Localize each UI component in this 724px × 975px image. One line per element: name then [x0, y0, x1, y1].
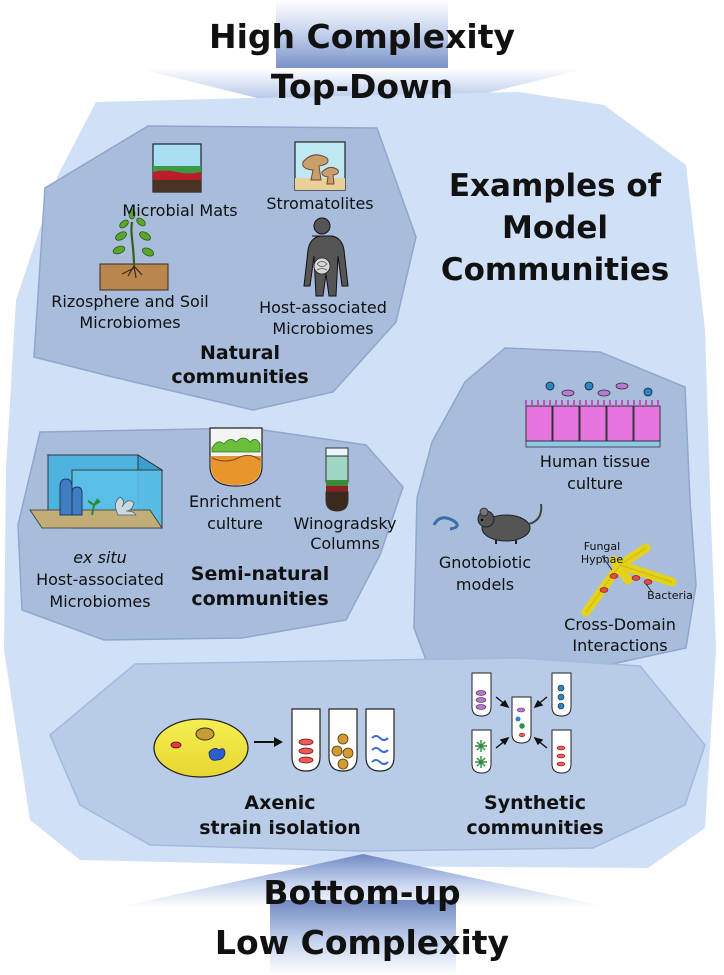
natural-panel — [33, 125, 417, 411]
exsitu-label-line1: ex situ — [73, 548, 127, 567]
cross-domain-label-line2: Interactions — [572, 636, 668, 655]
semi-natural-group-line2: communities — [191, 588, 329, 610]
exsitu-label-line2: Host-associated — [36, 570, 164, 589]
gnotobiotic-label-line2: models — [455, 575, 515, 594]
host-label-line2: Microbiomes — [272, 319, 374, 338]
axenic-tubes — [291, 708, 395, 772]
tissue-label-line2: culture — [567, 474, 623, 493]
plant-soil-icon — [99, 208, 169, 291]
tissue-culture-icon — [525, 381, 661, 448]
bottom-up-label: Bottom-up — [263, 873, 461, 912]
exsitu-label-line3: Microbiomes — [49, 592, 151, 611]
heading-line-2: Model — [502, 210, 608, 246]
synthetic-label-line1: Synthetic — [484, 792, 586, 814]
semi-natural-group-line1: Semi-natural — [190, 563, 330, 585]
bacteria-label: Bacteria — [647, 589, 693, 602]
fungal-label-line2: Hyphae — [580, 553, 624, 566]
high-complexity-label: High Complexity — [208, 17, 515, 56]
synthetic-tubes — [471, 672, 572, 774]
axenic-label-line2: strain isolation — [199, 817, 361, 839]
tissue-label-line1: Human tissue — [539, 452, 651, 471]
fungal-label-line1: Fungal — [583, 540, 621, 553]
winogradsky-label-line2: Columns — [310, 534, 380, 553]
synthetic-label-line2: communities — [466, 817, 604, 839]
fungal-hyphae-icon — [581, 543, 677, 617]
bottom-up-arrow — [118, 854, 608, 975]
microbial-mat-icon — [152, 143, 202, 193]
mouse-icon — [432, 503, 543, 544]
natural-group-line1: Natural — [199, 342, 281, 364]
enrichment-label-line1: Enrichment — [188, 492, 282, 511]
human-body-icon — [303, 217, 349, 297]
heading-line-3: Communities — [440, 252, 670, 288]
winogradsky-label-line1: Winogradsky — [293, 514, 397, 533]
axenic-label-line1: Axenic — [244, 792, 316, 814]
stromatolite-icon — [294, 141, 346, 191]
petri-dish-icon — [153, 718, 249, 778]
soil-label-line2: Microbiomes — [79, 313, 181, 332]
enrichment-culture-icon — [209, 427, 263, 487]
low-complexity-label: Low Complexity — [214, 923, 510, 962]
top-down-label: Top-Down — [270, 67, 454, 106]
host-label-line1: Host-associated — [259, 298, 387, 317]
enrichment-label-line2: culture — [207, 514, 263, 533]
heading-line-1: Examples of — [448, 168, 662, 204]
gnotobiotic-label-line1: Gnotobiotic — [438, 553, 532, 572]
microbial-mats-label: Microbial Mats — [122, 201, 238, 220]
winogradsky-column-icon — [325, 447, 349, 512]
isolation-arrow — [254, 737, 283, 747]
stromatolites-label: Stromatolites — [266, 194, 374, 213]
natural-group-line2: communities — [171, 366, 309, 388]
soil-label-line1: Rizosphere and Soil — [51, 292, 209, 311]
aquarium-icon — [29, 454, 164, 529]
cross-domain-label-line1: Cross-Domain — [564, 615, 676, 634]
